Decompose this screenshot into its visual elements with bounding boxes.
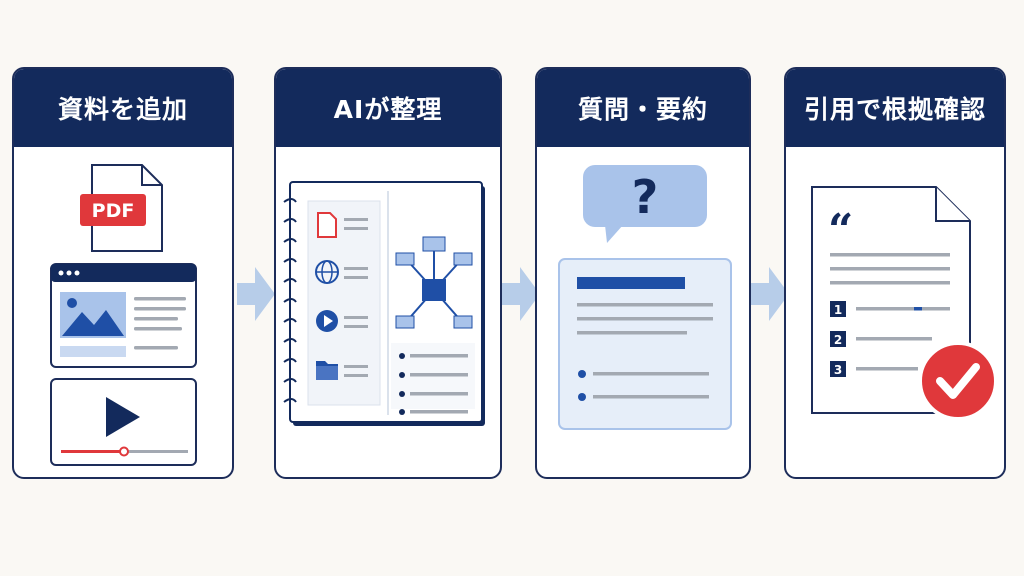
step-card-ai-organize: AIが整理 <box>274 67 502 479</box>
image-window-icon <box>50 263 197 368</box>
flow-arrow <box>751 267 789 321</box>
pdf-file-icon: PDF <box>80 164 163 252</box>
step-card-header: 引用で根拠確認 <box>786 69 1004 147</box>
step-card-body: “ 1 2 3 <box>786 147 1004 477</box>
step-card-question-summary: 質問・要約 ? <box>535 67 751 479</box>
question-mark: ? <box>632 170 659 224</box>
answer-card-icon <box>558 258 732 430</box>
step-title: 引用で根拠確認 <box>803 95 986 124</box>
mind-map-icon <box>395 236 473 329</box>
step-card-header: 質問・要約 <box>537 69 749 147</box>
question-bubble-icon: ? <box>583 165 707 243</box>
globe-icon <box>315 260 368 284</box>
video-player-icon <box>50 378 197 466</box>
pdf-label: PDF <box>92 200 135 222</box>
step-title: 質問・要約 <box>577 95 708 124</box>
citation-number: 1 <box>834 303 842 317</box>
play-icon <box>316 310 368 332</box>
step-title: AIが整理 <box>333 95 443 124</box>
citation-number: 2 <box>834 333 842 347</box>
flow-arrow <box>237 267 275 321</box>
checkmark-icon <box>918 341 998 421</box>
folder-icon <box>316 361 368 380</box>
quote-icon: “ <box>828 205 853 256</box>
bullet-list <box>391 343 475 415</box>
step-card-header: 資料を追加 <box>14 69 232 147</box>
step-card-body <box>276 147 500 477</box>
step-title: 資料を追加 <box>57 95 188 124</box>
step-card-header: AIが整理 <box>276 69 500 147</box>
step-card-add-material: 資料を追加 PDF <box>12 67 234 479</box>
citation-number: 3 <box>834 363 842 377</box>
file-icon <box>317 212 368 238</box>
step-card-body: PDF <box>14 147 232 477</box>
flow-arrow <box>502 267 540 321</box>
step-card-body: ? <box>537 147 749 477</box>
step-card-citation-check: 引用で根拠確認 “ 1 2 3 <box>784 67 1006 479</box>
